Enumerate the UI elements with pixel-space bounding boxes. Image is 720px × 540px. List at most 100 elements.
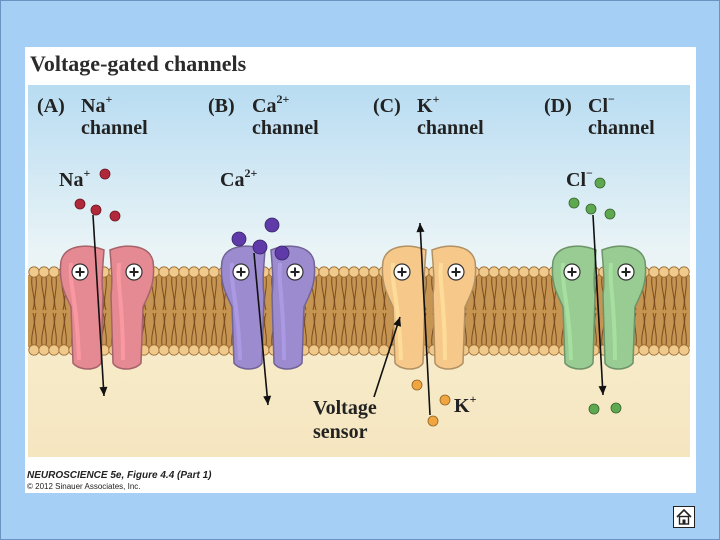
k-flux-arrow: [419, 222, 431, 416]
k-channel: [381, 245, 477, 370]
figure-credit: NEUROSCIENCE 5e, Figure 4.4 (Part 1) © 2…: [27, 470, 212, 491]
lipid-head: [348, 344, 360, 356]
lipid-head: [158, 266, 170, 278]
label-channel-c: (C)K+ channel: [373, 92, 484, 139]
lipid-tail: [321, 312, 327, 346]
lipid-head: [328, 344, 340, 356]
lipid-head: [508, 266, 520, 278]
lipid-tail: [191, 276, 197, 311]
lipid-head: [678, 344, 690, 356]
lipid-tail: [541, 276, 547, 311]
channel-proteins: [59, 245, 647, 370]
lipid-head: [188, 344, 200, 356]
lipid-head: [48, 266, 60, 278]
lipid-tail: [321, 276, 327, 311]
lipid-tail: [531, 276, 537, 311]
ion-particle: [588, 403, 600, 415]
lipid-head: [148, 344, 160, 356]
lipid-tail: [551, 312, 557, 346]
lipid-head: [648, 266, 660, 278]
lipid-head: [668, 344, 680, 356]
lipid-head: [528, 266, 540, 278]
ca-channel: [220, 245, 316, 370]
lipid-head: [498, 266, 510, 278]
ion-particle: [252, 239, 268, 255]
lipid-head: [528, 344, 540, 356]
ion-particle: [411, 379, 423, 391]
ion-label-cl: Cl−: [566, 166, 593, 191]
voltage-sensor-pointer-head: [393, 317, 402, 327]
lipid-tail: [41, 276, 47, 311]
lipid-tail: [671, 312, 677, 346]
lipid-tail: [41, 312, 47, 346]
lipid-tail: [661, 276, 667, 311]
channel-highlight: [277, 262, 286, 361]
lipid-tail: [361, 276, 367, 311]
lipid-tail: [671, 276, 677, 311]
lipid-tail: [201, 312, 207, 346]
lipid-tail: [341, 276, 347, 311]
ion-particle: [585, 203, 597, 215]
lipid-head: [218, 344, 230, 356]
lipid-tail: [51, 312, 57, 346]
lipid-tail: [381, 312, 387, 346]
channel-highlight: [68, 262, 81, 361]
lipid-tail: [311, 312, 317, 346]
ion-particle: [109, 210, 121, 222]
lipid-head: [538, 266, 550, 278]
ion-particle: [439, 394, 451, 406]
lipid-head: [338, 266, 350, 278]
lipid-tail: [351, 276, 357, 311]
lipid-head: [198, 266, 210, 278]
k-flux-arrow-head: [416, 223, 425, 233]
lipid-head: [28, 266, 40, 278]
ion-particle: [74, 198, 86, 210]
lipid-tail: [151, 312, 157, 346]
lipid-head: [498, 344, 510, 356]
lipid-tail: [371, 312, 377, 346]
lipid-head: [548, 344, 560, 356]
lipid-tail: [361, 312, 367, 346]
label-channel-a: (A)Na+ channel: [37, 92, 148, 139]
lipid-tail: [681, 276, 687, 311]
lipid-tail: [481, 312, 487, 346]
lipid-head: [468, 344, 480, 356]
lipid-tail: [161, 312, 167, 346]
lipid-tail: [511, 312, 517, 346]
lipid-tail: [61, 312, 67, 346]
flux-arrows: [92, 214, 607, 416]
ca-flux-arrow: [253, 252, 269, 406]
cl-flux-arrow: [592, 214, 604, 396]
lipid-tail: [51, 276, 57, 311]
lipid-tail: [351, 312, 357, 346]
cl-flux-arrow-head: [598, 385, 607, 395]
lipid-head: [58, 344, 70, 356]
cl-channel: [551, 245, 647, 370]
lipid-tail: [651, 312, 657, 346]
credit-copyright: © 2012 Sinauer Associates, Inc.: [27, 482, 141, 491]
home-button[interactable]: [673, 506, 695, 528]
label-channel-d: (D)Cl− channel: [544, 92, 655, 139]
channel-highlight: [390, 262, 403, 361]
lipid-tail: [191, 312, 197, 346]
lipid-head: [488, 344, 500, 356]
voltage-sensor-label: Voltage sensor: [313, 397, 377, 443]
lipid-tail: [521, 312, 527, 346]
lipid-head: [338, 344, 350, 356]
ion-label-k: K+: [454, 392, 477, 417]
voltage-sensor-icon: [286, 263, 304, 281]
lipid-tail: [181, 276, 187, 311]
lipid-tail: [511, 276, 517, 311]
lipid-tail: [211, 276, 217, 311]
lipid-tail: [531, 312, 537, 346]
lipid-head: [38, 344, 50, 356]
lipid-tail: [171, 312, 177, 346]
ion-particle: [604, 208, 616, 220]
ion-particle: [264, 217, 280, 233]
ion-particle: [274, 245, 290, 261]
lipid-tail: [481, 276, 487, 311]
ion-label-na: Na+: [59, 166, 91, 191]
lipid-tail: [491, 312, 497, 346]
lipid-head: [518, 266, 530, 278]
channel-highlight: [438, 262, 447, 361]
